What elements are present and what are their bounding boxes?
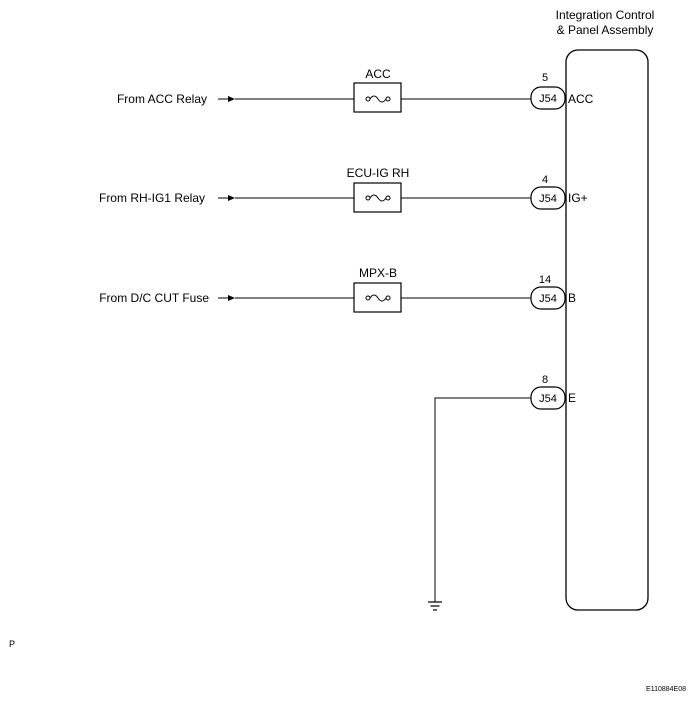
ground-icon xyxy=(428,601,442,611)
fuse-icon xyxy=(353,182,402,213)
source-label-acc-relay: From ACC Relay xyxy=(117,92,207,106)
terminal-label-ig: IG+ xyxy=(568,191,588,205)
circuit-ground: 8 J54 E xyxy=(428,374,576,611)
figure-code: E110884E08 xyxy=(646,686,686,693)
fuse-label-mpx-b: MPX-B xyxy=(359,266,397,280)
arrow-icon xyxy=(218,195,235,201)
ground-wire xyxy=(434,397,531,602)
circuit-acc: From ACC Relay ACC 5 J54 ACC xyxy=(117,67,594,113)
source-label-rh-ig1-relay: From RH-IG1 Relay xyxy=(99,191,205,205)
assembly-title-line2: & Panel Assembly xyxy=(557,23,654,37)
fuse-label-ecu-ig-rh: ECU-IG RH xyxy=(347,166,410,180)
connector-oval xyxy=(530,186,566,210)
connector-label: J54 xyxy=(539,193,557,205)
arrow-icon xyxy=(218,96,235,102)
connector-label: J54 xyxy=(539,293,557,305)
circuit-b: From D/C CUT Fuse MPX-B 14 J54 B xyxy=(99,266,576,313)
assembly-title-line1: Integration Control xyxy=(556,8,655,22)
integration-control-panel-assembly-box xyxy=(565,49,649,611)
connector-oval xyxy=(530,286,566,310)
terminal-label-b: B xyxy=(568,291,576,305)
connector-label: J54 xyxy=(539,393,557,405)
source-label-dc-cut-fuse: From D/C CUT Fuse xyxy=(99,291,209,305)
fuse-icon xyxy=(353,82,402,113)
terminal-label-e: E xyxy=(568,391,576,405)
corner-letter: P xyxy=(9,639,15,649)
fuse-icon xyxy=(353,282,402,313)
pin-number-5: 5 xyxy=(542,72,548,84)
arrow-icon xyxy=(218,295,235,301)
circuit-ig: From RH-IG1 Relay ECU-IG RH 4 J54 IG+ xyxy=(99,166,588,213)
pin-number-4: 4 xyxy=(542,174,548,186)
fuse-label-acc: ACC xyxy=(365,67,391,81)
connector-oval xyxy=(530,86,566,110)
pin-number-14: 14 xyxy=(539,274,551,286)
terminal-label-acc: ACC xyxy=(568,92,594,106)
pin-number-8: 8 xyxy=(542,374,548,386)
connector-label: J54 xyxy=(539,93,557,105)
